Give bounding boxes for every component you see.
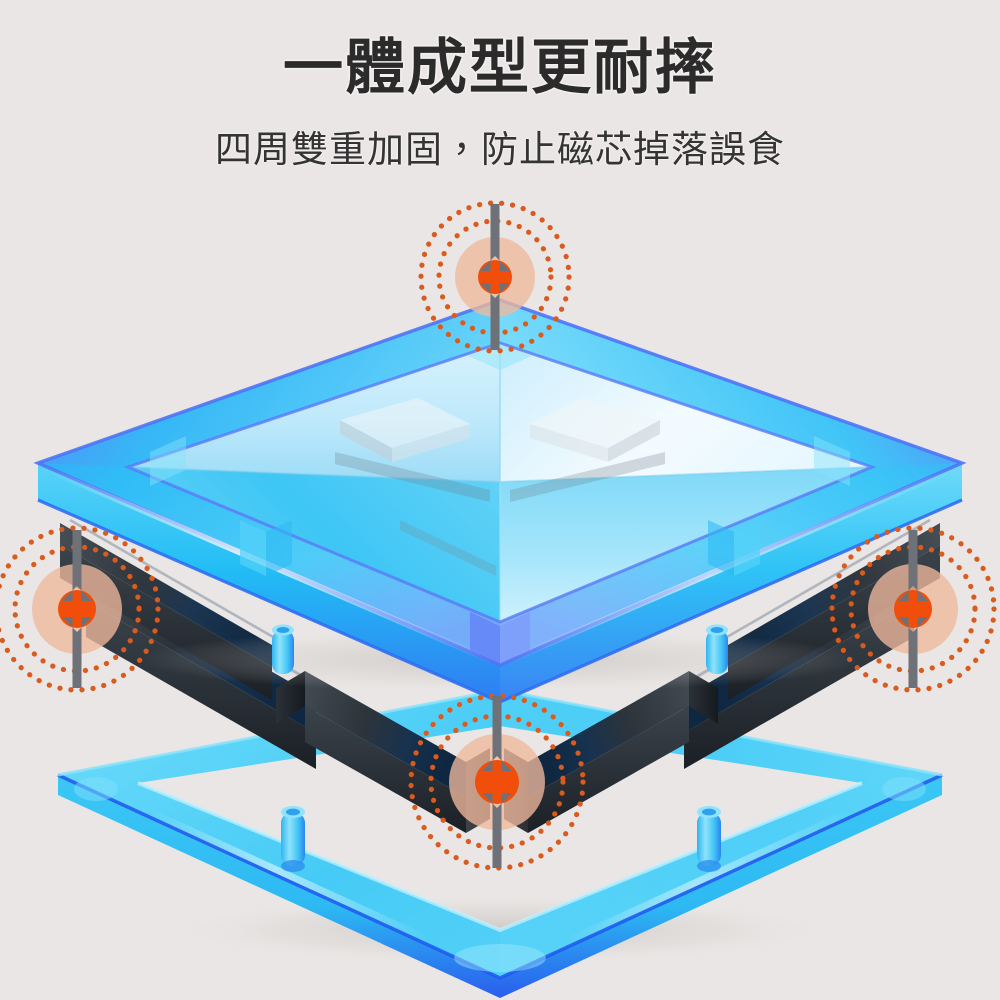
tile-seam-w [127, 466, 501, 483]
tile-seam-e [499, 466, 873, 483]
frame-corner-right [882, 777, 926, 801]
bottom-frame-part [57, 688, 943, 998]
tile-embedded-magnets [335, 398, 665, 576]
tile-post-left [272, 624, 294, 674]
frame-inner-highlight [137, 781, 863, 933]
frame-rail-glint-right [568, 808, 852, 944]
tile-wall-right [500, 463, 962, 702]
page-subtitle: 四周雙重加固，防止磁芯掉落誤食 [215, 129, 785, 170]
frame-corner-left [74, 777, 118, 801]
page-title: 一體成型更耐摔 [283, 34, 717, 101]
frame-rail-glint-left [148, 808, 432, 944]
headings-block: 一體成型更耐摔 四周雙重加固，防止磁芯掉落誤食 [0, 0, 1000, 173]
frame-post-right [697, 806, 721, 872]
top-tile-part [33, 298, 967, 704]
tile-wall-left [38, 463, 500, 702]
tile-inner-outline [123, 341, 877, 624]
frame-top-right-highlight [500, 690, 942, 978]
tile-corner-latches [150, 344, 850, 664]
tile-post-right [706, 624, 728, 674]
frame-post-left [281, 806, 305, 872]
frame-corner-bottom [454, 944, 546, 972]
frame-outer-edge-line [57, 773, 943, 980]
